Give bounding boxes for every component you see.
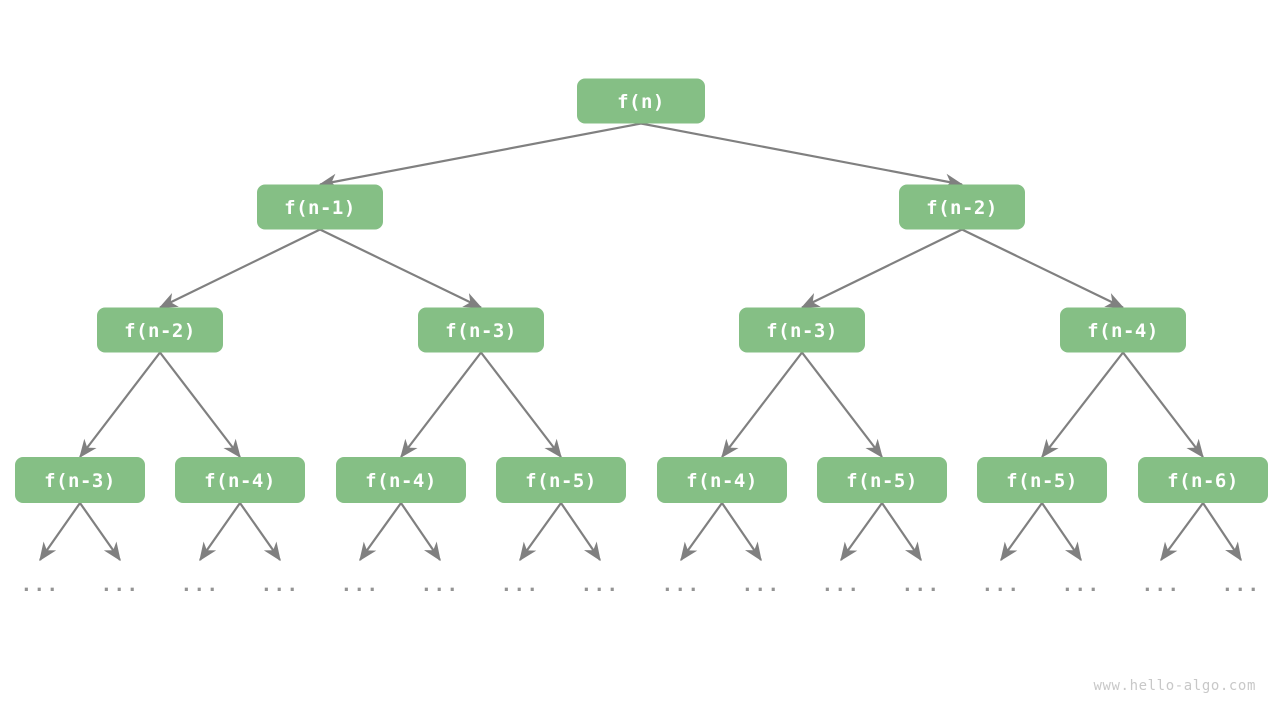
tree-edge-leaf xyxy=(680,502,723,562)
tree-edge xyxy=(961,228,1125,309)
tree-node-box[interactable] xyxy=(1060,307,1186,353)
tree-node-label: f(n-3) xyxy=(445,320,517,342)
tree-node[interactable]: f(n-5) xyxy=(817,457,947,503)
tree-node[interactable]: f(n-3) xyxy=(739,307,865,353)
tree-edge xyxy=(318,122,642,189)
tree-edge xyxy=(480,351,562,459)
tree-edge-leaf xyxy=(1000,502,1043,562)
tree-node-label: f(n-2) xyxy=(926,197,998,219)
ellipsis-marker: ... xyxy=(581,574,620,596)
tree-node[interactable]: f(n-3) xyxy=(418,307,544,353)
tree-node[interactable]: f(n) xyxy=(577,78,705,124)
tree-node-box[interactable] xyxy=(15,457,145,503)
tree-edge-leaf xyxy=(840,502,883,562)
ellipsis-marker: ... xyxy=(1222,574,1261,596)
tree-node[interactable]: f(n-4) xyxy=(336,457,466,503)
tree-node[interactable]: f(n-5) xyxy=(496,457,626,503)
ellipsis-marker: ... xyxy=(662,574,701,596)
tree-node[interactable]: f(n-5) xyxy=(977,457,1107,503)
tree-node[interactable]: f(n-3) xyxy=(15,457,145,503)
tree-edge-leaf xyxy=(560,502,601,562)
tree-node[interactable]: f(n-4) xyxy=(657,457,787,503)
tree-edge-leaf xyxy=(1202,502,1242,562)
tree-node[interactable]: f(n-2) xyxy=(97,307,223,353)
tree-node-box[interactable] xyxy=(496,457,626,503)
tree-edge xyxy=(158,228,321,309)
tree-edge-leaf xyxy=(1041,502,1082,562)
ellipsis-marker: ... xyxy=(1062,574,1101,596)
ellipsis-marker: ... xyxy=(21,574,60,596)
tree-edge-leaf xyxy=(359,502,402,562)
tree-edge xyxy=(1122,351,1204,459)
tree-edge-leaf xyxy=(239,502,281,562)
tree-node-label: f(n-5) xyxy=(1006,470,1078,492)
ellipsis-marker: ... xyxy=(742,574,781,596)
tree-node-label: f(n-4) xyxy=(204,470,276,492)
tree-node-label: f(n-2) xyxy=(124,320,196,342)
tree-node-box[interactable] xyxy=(977,457,1107,503)
tree-edge-leaf xyxy=(881,502,922,562)
watermark-label: www.hello-algo.com xyxy=(1093,678,1256,694)
tree-edge-leaf xyxy=(1160,502,1204,562)
tree-edge xyxy=(640,122,964,189)
tree-edge xyxy=(400,351,482,459)
tree-node-box[interactable] xyxy=(739,307,865,353)
ellipsis-marker: ... xyxy=(101,574,140,596)
tree-node-box[interactable] xyxy=(817,457,947,503)
tree-node-box[interactable] xyxy=(1138,457,1268,503)
tree-edge xyxy=(319,228,483,309)
ellipsis-marker: ... xyxy=(421,574,460,596)
tree-node-label: f(n-6) xyxy=(1167,470,1239,492)
tree-node-label: f(n-3) xyxy=(766,320,838,342)
ellipsis-marker: ... xyxy=(822,574,861,596)
ellipsis-marker: ... xyxy=(902,574,941,596)
tree-edge xyxy=(159,351,241,459)
ellipsis-marker: ... xyxy=(341,574,380,596)
ellipsis-marker: ... xyxy=(1142,574,1181,596)
tree-node[interactable]: f(n-4) xyxy=(175,457,305,503)
tree-node-box[interactable] xyxy=(257,184,383,230)
tree-node-label: f(n-5) xyxy=(525,470,597,492)
tree-edge xyxy=(1041,351,1124,459)
tree-node[interactable]: f(n-4) xyxy=(1060,307,1186,353)
ellipsis-marker: ... xyxy=(501,574,540,596)
tree-node-box[interactable] xyxy=(336,457,466,503)
tree-node-box[interactable] xyxy=(97,307,223,353)
tree-node-label: f(n) xyxy=(617,91,665,113)
tree-node[interactable]: f(n-6) xyxy=(1138,457,1268,503)
tree-edge-leaf xyxy=(79,502,121,562)
tree-node-label: f(n-3) xyxy=(44,470,116,492)
tree-node-label: f(n-5) xyxy=(846,470,918,492)
tree-node-box[interactable] xyxy=(577,78,705,124)
tree-edge-leaf xyxy=(199,502,241,562)
edges-layer xyxy=(39,122,1242,562)
tree-node-box[interactable] xyxy=(418,307,544,353)
tree-node-label: f(n-4) xyxy=(686,470,758,492)
tree-node[interactable]: f(n-2) xyxy=(899,184,1025,230)
tree-node-box[interactable] xyxy=(657,457,787,503)
tree-edge-leaf xyxy=(721,502,762,562)
tree-edge xyxy=(721,351,803,459)
ellipsis-marker: ... xyxy=(261,574,300,596)
ellipsis-layer: ........................................… xyxy=(21,574,1261,596)
tree-edge-leaf xyxy=(519,502,562,562)
tree-edge xyxy=(801,351,883,459)
nodes-layer: f(n) f(n-1) f(n-2) f(n-2) f(n-3) f(n-3) f(n-4)… xyxy=(15,78,1268,503)
tree-node-label: f(n-1) xyxy=(284,197,356,219)
tree-node-label: f(n-4) xyxy=(365,470,437,492)
tree-node-label: f(n-4) xyxy=(1087,320,1159,342)
tree-edge xyxy=(79,351,161,459)
tree-edge-leaf xyxy=(39,502,81,562)
ellipsis-marker: ... xyxy=(982,574,1021,596)
tree-node-box[interactable] xyxy=(175,457,305,503)
tree-edge xyxy=(800,228,963,309)
tree-edge-leaf xyxy=(400,502,441,562)
tree-node-box[interactable] xyxy=(899,184,1025,230)
tree-node[interactable]: f(n-1) xyxy=(257,184,383,230)
ellipsis-marker: ... xyxy=(181,574,220,596)
